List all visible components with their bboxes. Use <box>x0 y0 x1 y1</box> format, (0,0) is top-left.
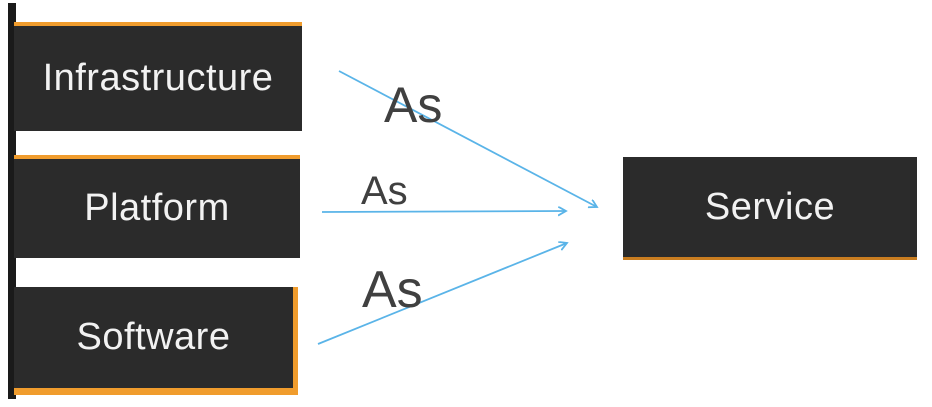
arrow-platform-to-service <box>321 211 566 212</box>
arrow-software-to-service <box>317 243 567 345</box>
connector-label-platform-as: As <box>361 169 408 213</box>
box-software: Software <box>14 287 298 395</box>
connector-label-software-as: As <box>362 261 423 319</box>
box-service-label: Service <box>704 185 836 228</box>
box-software-label: Software <box>76 316 231 358</box>
box-platform-label: Platform <box>84 187 230 229</box>
connector-label-infrastructure-as: As <box>384 77 443 133</box>
box-infrastructure-label: Infrastructure <box>42 57 274 99</box>
left-accent-bar <box>8 3 16 399</box>
box-platform: Platform <box>14 155 300 258</box>
box-infrastructure: Infrastructure <box>14 22 302 131</box>
box-service: Service <box>623 157 917 260</box>
